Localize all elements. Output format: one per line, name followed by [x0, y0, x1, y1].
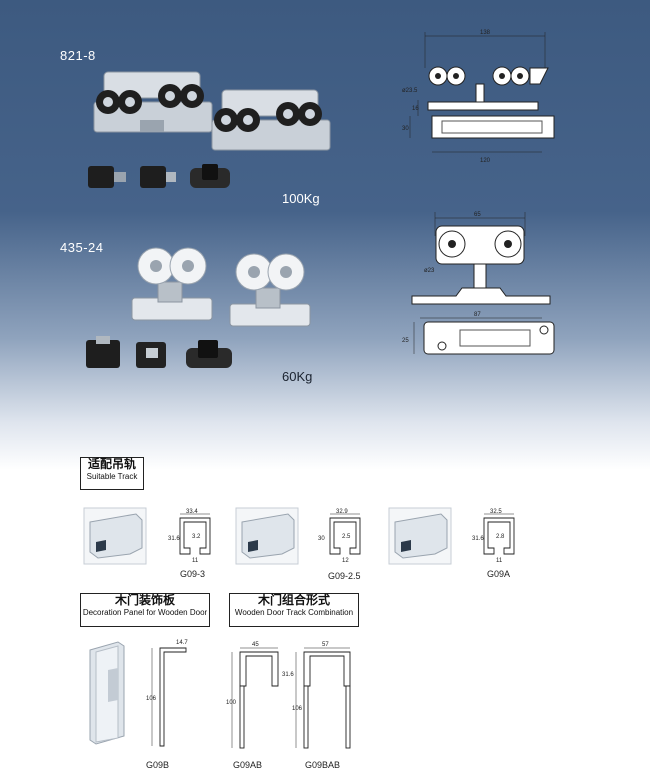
roller-hanger-435-24-photo [131, 247, 311, 327]
panel-name-g09bab: G09BAB [305, 760, 341, 770]
section-suitable-track: 适配吊轨 Suitable Track [80, 457, 144, 490]
section-track-combination: 木门组合形式 Wooden Door Track Combination [229, 593, 359, 627]
door-stoppers-435-24-photo [86, 336, 232, 368]
track-g09-3-dim-w: 33.4 [186, 509, 198, 515]
roller-hanger-821-8-photo [93, 71, 331, 151]
section-decoration-panel-en: Decoration Panel for Wooden Door [82, 607, 208, 617]
track-g09-3-section: 33.4 31.6 3.2 11 [168, 509, 211, 564]
track-name-g09a: G09A [487, 569, 511, 579]
dim-height-a-821-8: 30 [402, 126, 409, 132]
product-model-435-24: 435-24 [60, 240, 104, 255]
track-g09-2-5-dim-b: 12 [342, 558, 349, 564]
track-g09a-dim-w: 32.5 [490, 509, 502, 515]
section-track-combination-en: Wooden Door Track Combination [234, 607, 354, 617]
panel-g09bab-dim-w: 57 [322, 642, 329, 648]
panel-g09bab-dim-h: 106 [292, 706, 303, 712]
track-g09-2-5-dim-h: 30 [318, 536, 325, 542]
track-g09-3-dim-b: 11 [192, 558, 199, 564]
track-g09a-section: 32.5 31.6 2.8 11 [472, 509, 515, 564]
dim-base-435-24: 87 [474, 312, 481, 318]
panel-g09ab-dim-h: 100 [226, 700, 237, 706]
product-model-821-8: 821-8 [60, 48, 96, 63]
panel-g09b-photo [89, 641, 125, 745]
section-suitable-track-en: Suitable Track [86, 471, 138, 481]
panel-name-g09b: G09B [146, 760, 170, 770]
track-g09a-photo [388, 507, 452, 565]
track-g09a-dim-b: 11 [496, 558, 503, 564]
panel-g09b-section: 14.7 106 [146, 640, 188, 747]
track-name-g09-2-5: G09-2.5 [328, 571, 361, 581]
track-g09a-dim-t: 2.8 [496, 534, 505, 540]
panel-g09b-dim-h: 106 [146, 696, 157, 702]
panel-g09bab-section: 57 106 [292, 642, 351, 749]
track-g09-2-5-dim-t: 2.5 [342, 534, 351, 540]
panel-g09ab-section: 45 100 31.6 [226, 642, 294, 749]
drawing-435-24: 65 ø23 87 25 [402, 212, 555, 355]
dim-base-821-8: 120 [480, 158, 491, 164]
panel-g09ab-dim-w: 45 [252, 642, 259, 648]
product-load-435-24: 60Kg [282, 369, 313, 384]
dim-wheel-821-8: ø23.5 [402, 88, 418, 94]
track-g09-2-5-dim-w: 32.9 [336, 509, 348, 515]
panel-g09ab-dim-t: 31.6 [282, 672, 294, 678]
panel-name-g09ab: G09AB [233, 760, 263, 770]
section-suitable-track-zh: 适配吊轨 [87, 457, 136, 471]
dim-height-435-24: 25 [402, 338, 409, 344]
track-g09-3-photo [83, 507, 147, 565]
panel-g09b-dim-top: 14.7 [176, 640, 188, 646]
track-g09-3-dim-h: 31.6 [168, 536, 180, 542]
track-g09-3-dim-t: 3.2 [192, 534, 201, 540]
dim-wheel-435-24: ø23 [424, 268, 435, 274]
section-decoration-panel: 木门装饰板 Decoration Panel for Wooden Door [80, 593, 210, 627]
section-decoration-panel-zh: 木门装饰板 [114, 593, 175, 607]
dim-height-b-821-8: 16 [412, 106, 419, 112]
product-load-821-8: 100Kg [282, 191, 320, 206]
track-g09-2-5-photo [235, 507, 299, 565]
track-g09-2-5-section: 32.9 30 2.5 12 [318, 509, 361, 564]
track-g09a-dim-h: 31.6 [472, 536, 484, 542]
drawing-821-8: 138 ø23.5 30 16 120 [402, 30, 555, 164]
door-stoppers-821-8-photo [88, 164, 230, 188]
track-name-g09-3: G09-3 [180, 569, 206, 579]
dim-width-435-24: 65 [474, 212, 481, 218]
dim-width-821-8: 138 [480, 30, 491, 36]
section-track-combination-zh: 木门组合形式 [257, 593, 330, 607]
